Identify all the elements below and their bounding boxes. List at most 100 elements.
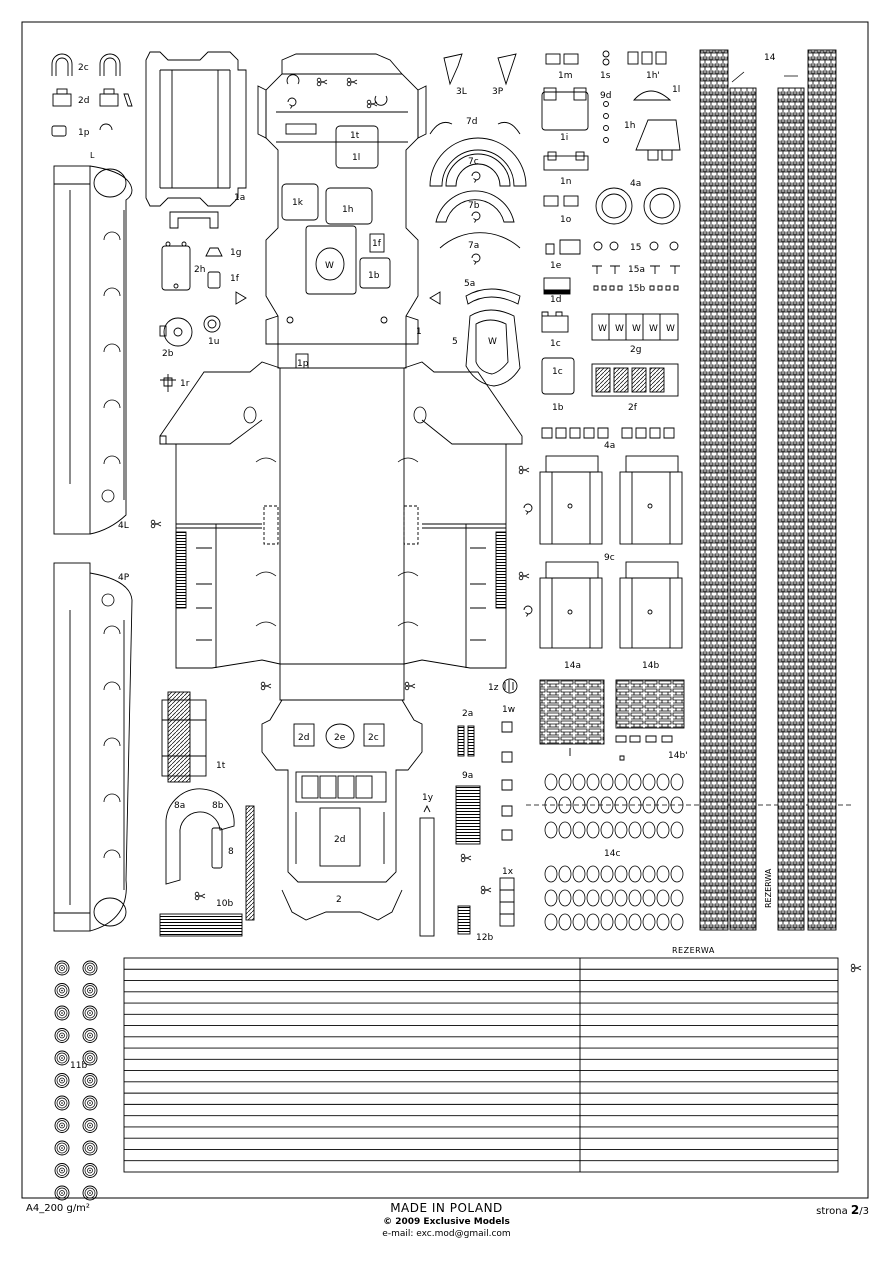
wheel-icon [54,1185,70,1201]
label-7d: 7d [466,117,477,127]
page-prefix: strona [816,1206,851,1217]
lens-part [628,889,642,907]
label-5-w: W [488,337,497,347]
label-1l: 1l [672,85,680,95]
label-9a: 9a [462,771,473,781]
wheel-icon [54,1005,70,1021]
label-1: 1 [416,327,422,337]
copyright: © 2009 Exclusive Models [383,1217,510,1227]
lens-part [670,773,684,791]
label-10b: 10b [216,899,233,909]
page-total: /3 [859,1206,869,1217]
lens-part [558,773,572,791]
lens-part [614,821,628,839]
rotate-arrow-icon [471,211,481,223]
label-11b: 11b [70,1061,87,1071]
label-7b: 7b [468,201,480,211]
wheel-icon [54,960,70,976]
lens-part [558,865,572,883]
lens-part [642,889,656,907]
label-1c: 1c [550,339,561,349]
lens-part [572,889,586,907]
lens-part [656,889,670,907]
label-4a-b: 4a [604,441,615,451]
lens-part [600,773,614,791]
lens-part [600,865,614,883]
hull-middle-details [243,406,427,627]
wheel-icon [82,1185,98,1201]
lens-part [628,865,642,883]
lens-part [670,865,684,883]
lens-part [544,773,558,791]
label-in1k: 1k [292,198,304,208]
scissors-icon [460,853,472,863]
part-1a [145,51,247,229]
lens-part [600,913,614,931]
label-2a: 2a [462,709,473,719]
skirt-bumps [101,231,121,859]
email: e-mail: exc.mod@gmail.com [382,1229,511,1239]
label-8: 8 [228,847,234,857]
label-14a: 14a [564,661,581,671]
wheel-icon [54,1163,70,1178]
label-hull-w: W [325,261,334,271]
label-1p: 1p [78,128,90,138]
label-14c: 14c [604,849,620,859]
label-15b: 15b [628,284,645,294]
made-in: MADE IN POLAND [390,1201,503,1215]
label-2d: 2d [78,96,89,106]
lens-part [558,889,572,907]
wheel-icon [54,1050,70,1066]
label-1n: 1n [560,177,571,187]
page-frame [21,21,869,1199]
paper-spec: A4_200 g/m² [26,1203,90,1214]
lens-part [572,821,586,839]
scissors-icon [194,891,206,901]
lens-part [670,913,684,931]
spare-strips [123,957,839,1173]
lens-part [544,821,558,839]
lens-part [586,913,600,931]
label-rezerwa-vertical: REZERWA [764,868,773,908]
lens-part [670,889,684,907]
label-8b: 8b [212,801,224,811]
label-9c: 9c [604,553,615,563]
hull-top [235,53,441,345]
label-1f: 1f [230,274,240,284]
lens-part [656,821,670,839]
hull-middle [159,343,523,669]
wheel-icon [82,1073,98,1088]
lens-part [586,865,600,883]
lens-part [614,865,628,883]
parts-3-7-5 [429,53,527,387]
lens-part [656,865,670,883]
rotate-arrow-icon [471,171,481,183]
label-in2c: 2c [368,733,379,743]
label-1m: 1m [558,71,573,81]
label-1x: 1x [502,867,514,877]
label-2f: 2f [628,403,638,413]
label-14b2: 14b' [668,751,688,761]
lens-part [572,913,586,931]
label-2c: 2c [78,63,89,73]
track-strips [699,49,837,931]
label-14: 14 [764,53,776,63]
lens-part [614,773,628,791]
label-1t: 1t [216,761,226,771]
wheel-icon [54,1140,70,1156]
page-number: strona 2/3 [816,1203,869,1217]
small-parts-top-left [51,53,133,137]
scissors-icon [260,681,272,691]
scissors-icon [480,885,492,895]
wheel-icon [54,1073,70,1088]
hull-rear [261,663,423,921]
label-in1t: 1t [350,131,360,141]
parts-1g-2h-1f [159,241,223,392]
scissors-icon [850,963,862,973]
lens-part [572,865,586,883]
label-5: 5 [452,337,458,347]
lens-part [642,865,656,883]
lens-part [544,913,558,931]
spare-strip-lines [124,968,838,1162]
parts-1t-8 [159,691,255,937]
